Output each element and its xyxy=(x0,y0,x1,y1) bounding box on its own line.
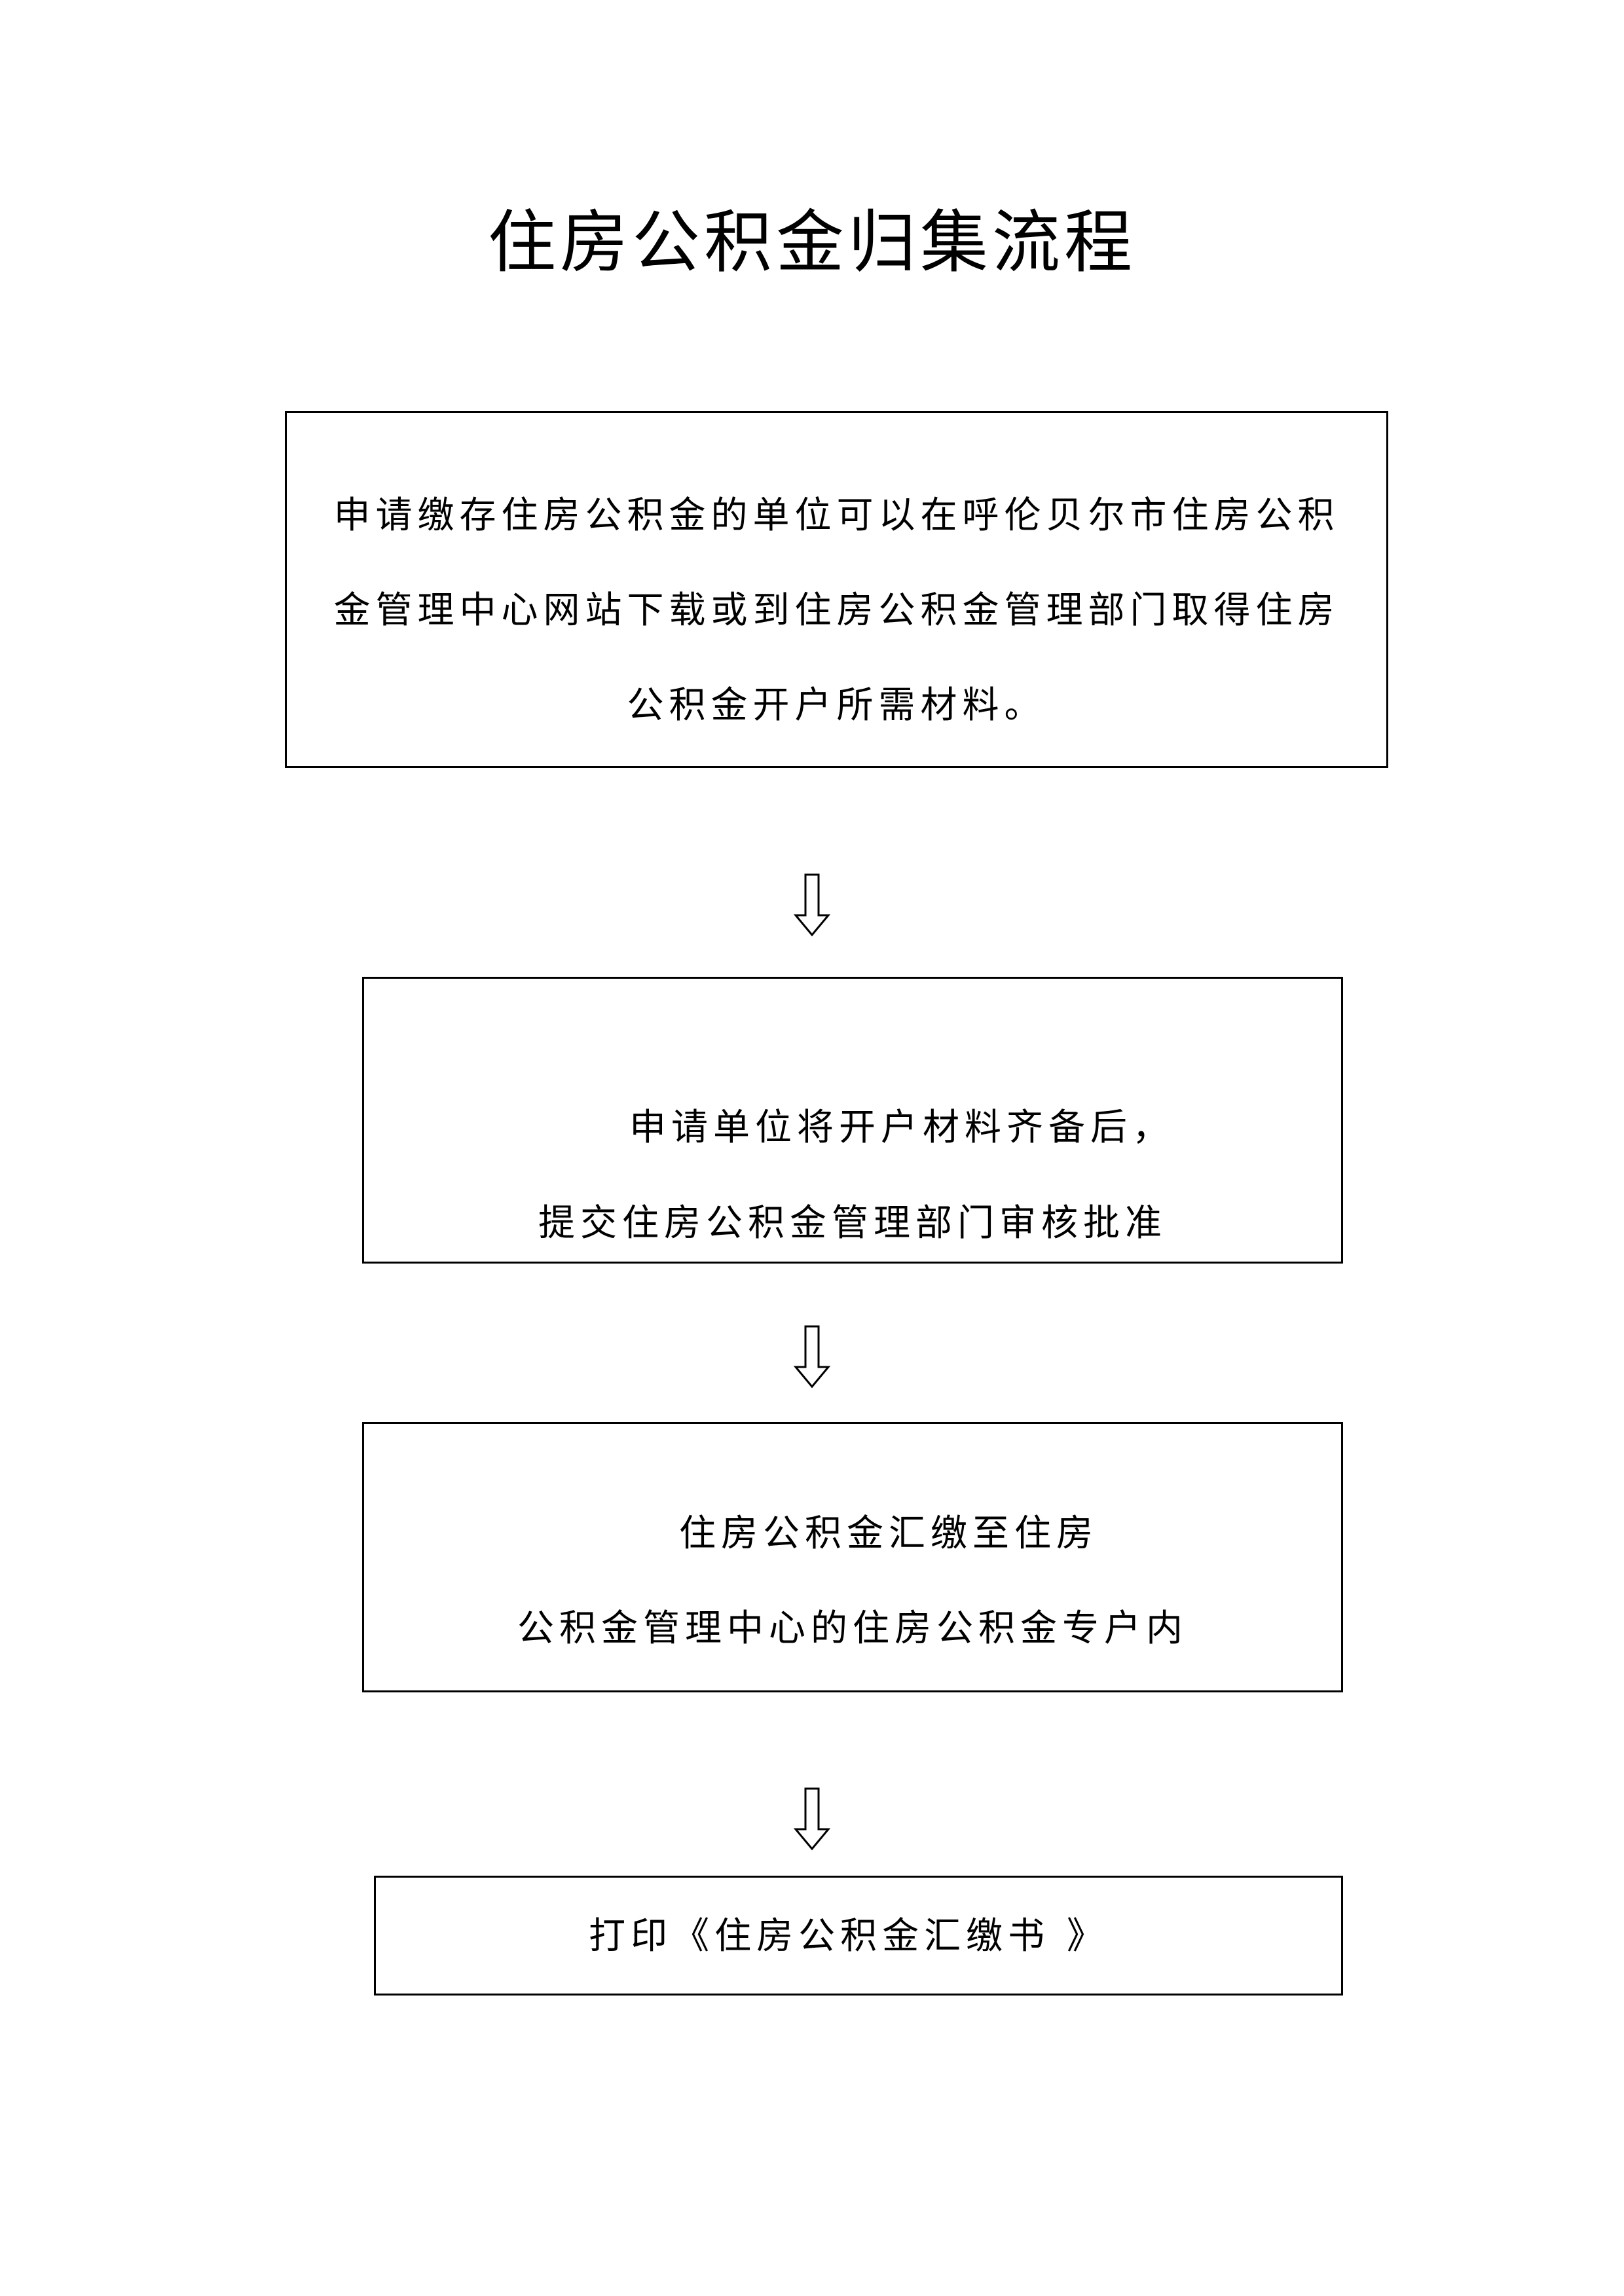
step-box-2: 申请单位将开户材料齐备后， 提交住房公积金管理部门审核批准 xyxy=(362,977,1343,1264)
down-arrow-icon xyxy=(793,1325,831,1389)
step-2-line-1: 申请单位将开户材料齐备后， xyxy=(629,1106,1174,1149)
step-1-line-2: 金管理中心网站下载或到住房公积金管理部门取得住房 xyxy=(333,589,1340,632)
step-4-line-1: 打印《住房公积金汇缴书 》 xyxy=(589,1915,1109,1958)
down-arrow-icon xyxy=(793,873,831,937)
down-arrow-icon xyxy=(793,1787,831,1851)
step-3-line-1: 住房公积金汇缴至住房 xyxy=(679,1512,1098,1555)
step-1-line-1: 申请缴存住房公积金的单位可以在呼伦贝尔市住房公积 xyxy=(333,494,1340,537)
step-box-3: 住房公积金汇缴至住房 公积金管理中心的住房公积金专户内 xyxy=(362,1422,1343,1692)
step-3-line-2: 公积金管理中心的住房公积金专户内 xyxy=(517,1607,1188,1650)
step-2-line-2: 提交住房公积金管理部门审核批准 xyxy=(538,1202,1167,1245)
step-box-1: 申请缴存住房公积金的单位可以在呼伦贝尔市住房公积 金管理中心网站下载或到住房公积… xyxy=(285,411,1388,768)
step-1-line-3: 公积金开户所需材料。 xyxy=(627,684,1046,727)
step-box-4: 打印《住房公积金汇缴书 》 xyxy=(374,1876,1343,1995)
page-title: 住房公积金归集流程 xyxy=(487,202,1136,282)
